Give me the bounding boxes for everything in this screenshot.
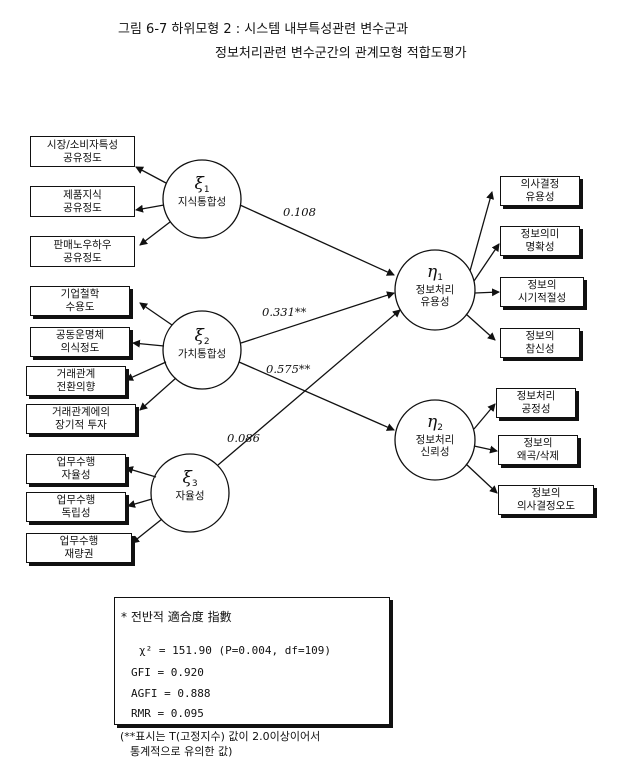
xi2-label: ξ2 가치통합성	[177, 326, 227, 361]
xi2-circle	[162, 310, 242, 390]
coef-xi2-eta2: 0.575**	[266, 362, 311, 376]
fit-gfi: GFI = 0.920	[131, 666, 204, 679]
fit-indices-box: * 전반적 適合度 指數 χ² = 151.90 (P=0.004, df=10…	[114, 597, 390, 725]
coef-xi2-eta1: 0.331**	[262, 305, 307, 319]
path-xi2-eta1	[240, 291, 395, 344]
figure-title-line1: 그림 6-7 하위모형 2 : 시스템 내부특성관련 변수군과	[118, 22, 409, 37]
fit-chi-square: χ² = 151.90 (P=0.004, df=109)	[139, 644, 332, 657]
xi3-circle	[150, 453, 230, 533]
figure-title-line2: 정보처리관련 변수군간의 관계모형 적합도평가	[215, 46, 467, 61]
xi1-label: ξ1 지식통합성	[177, 174, 227, 209]
xi3-label: ξ3 자율성	[175, 468, 205, 503]
xi1-circle	[162, 159, 242, 239]
eta1-circle	[394, 249, 476, 331]
fit-rmr: RMR = 0.095	[131, 707, 204, 720]
path-xi2-eta2	[238, 361, 395, 431]
significance-note-line1: (**표시는 T(고정지수) 값이 2.0이상이어서	[120, 730, 321, 743]
path-xi3-eta1	[217, 309, 401, 466]
significance-note-line2: 통계적으로 유의한 값)	[130, 745, 233, 758]
coef-xi3-eta1: 0.086	[227, 431, 260, 445]
eta2-circle	[394, 399, 476, 481]
path-xi1-eta1	[239, 204, 395, 276]
coef-xi1-eta1: 0.108	[283, 205, 316, 219]
fit-heading: * 전반적 適合度 指數	[121, 610, 232, 624]
fit-agfi: AGFI = 0.888	[131, 687, 211, 700]
